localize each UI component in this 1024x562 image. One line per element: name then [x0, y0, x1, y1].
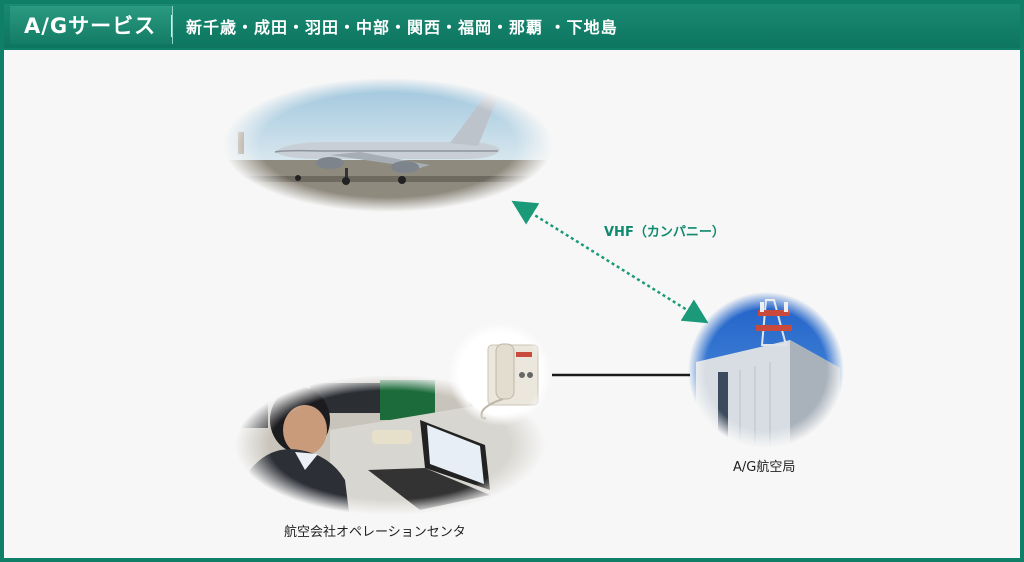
radio-tower-photo: [688, 292, 848, 452]
header-bar: A/Gサービス 新千歳・成田・羽田・中部・関西・福岡・那覇 ・下地島: [4, 4, 1020, 48]
page-title: A/Gサービス: [24, 14, 157, 38]
telephone-photo: [446, 320, 554, 428]
vhf-label: VHF（カンパニー）: [604, 225, 725, 240]
vhf-link: [511, 200, 709, 324]
ag-station-label: A/G航空局: [733, 460, 796, 475]
title-block: A/Gサービス: [10, 6, 174, 44]
airport-list: 新千歳・成田・羽田・中部・関西・福岡・那覇 ・下地島: [186, 18, 618, 37]
operation-center-label: 航空会社オペレーションセンタ: [284, 525, 466, 540]
header-divider: [171, 15, 172, 37]
airplane-photo: [220, 78, 560, 213]
